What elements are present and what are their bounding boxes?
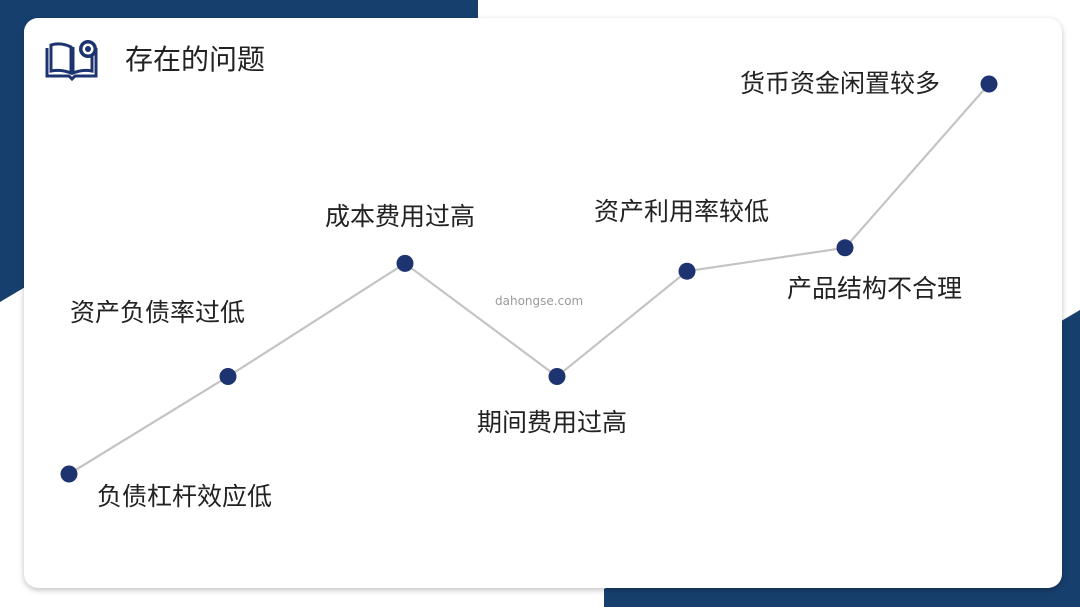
timeline-node-5	[678, 262, 696, 280]
page-title: 存在的问题	[125, 43, 266, 76]
timeline-node-3	[396, 254, 414, 272]
watermark: dahongse.com	[495, 294, 584, 308]
timeline-node-4	[548, 368, 566, 385]
timeline-label-1: 负债杠杆效应低	[97, 482, 273, 511]
content-card	[24, 18, 1062, 588]
timeline-node-2	[219, 368, 237, 385]
timeline-label-2: 资产负债率过低	[70, 298, 246, 327]
timeline-label-7: 货币资金闲置较多	[740, 69, 941, 98]
timeline-node-6	[836, 239, 854, 257]
timeline-label-6: 产品结构不合理	[787, 274, 963, 303]
timeline-label-5: 资产利用率较低	[594, 197, 770, 226]
timeline-dots	[60, 75, 998, 483]
timeline-label-4: 期间费用过高	[477, 408, 628, 437]
timeline-label-3: 成本费用过高	[325, 202, 476, 231]
timeline-node-1	[60, 465, 78, 483]
timeline-node-7	[980, 75, 998, 93]
book-with-gear-icon	[45, 40, 98, 82]
